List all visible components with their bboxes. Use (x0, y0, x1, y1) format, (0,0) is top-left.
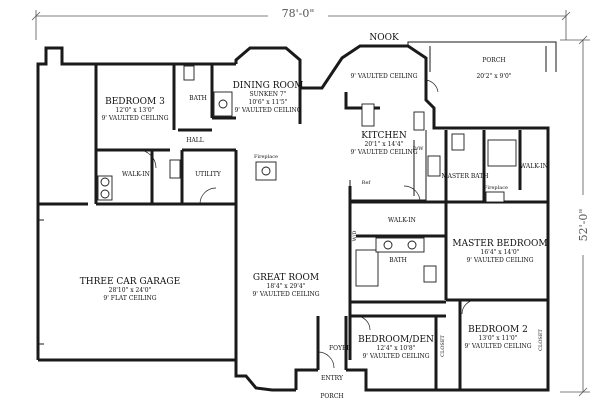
garage-ceiling: 9' FLAT CEILING (103, 295, 156, 302)
closet-den-label: CLOSET (440, 335, 446, 357)
toilet-bath-mid (423, 265, 437, 283)
bedroom2-ceiling: 9' VAULTED CEILING (464, 343, 531, 350)
room-dining: DINING ROOM SUNKEN 7" 10'6" x 11'5" 9' V… (233, 81, 304, 114)
master-toilet (451, 133, 465, 151)
master-bedroom-ceiling: 9' VAULTED CEILING (466, 257, 533, 264)
overall-width-label: 78'-0" (282, 7, 315, 20)
bedroom3-ceiling: 9' VAULTED CEILING (101, 115, 168, 122)
fixtures (38, 65, 517, 369)
master-bedroom-label: MASTER BEDROOM (452, 239, 547, 249)
fireplace-master-label: Fireplace (484, 185, 508, 191)
room-bedroom-den: BEDROOM/DEN 12'4" x 10'8" 9' VAULTED CEI… (358, 335, 434, 360)
room-master-bedroom: MASTER BEDROOM 16'4" x 14'0" 9' VAULTED … (452, 239, 547, 264)
room-nook: NOOK 9' VAULTED CEILING (350, 33, 417, 80)
entry-label: ENTRY (321, 375, 344, 382)
nook-label: NOOK (369, 33, 399, 43)
bedroom2-label: BEDROOM 2 (468, 325, 528, 335)
bedroom-den-label: BEDROOM/DEN (358, 335, 434, 345)
room-entry-porch: ENTRY PORCH (320, 375, 344, 400)
washer-dryer-label: W/D (352, 231, 358, 242)
foyer-label: FOYER (329, 345, 351, 352)
great-room-size: 18'4" x 29'4" (267, 283, 306, 290)
room-bedroom2: BEDROOM 2 13'0" x 11'0" 9' VAULTED CEILI… (464, 325, 531, 350)
porch-rear-label: PORCH (482, 57, 505, 64)
kitchen-label: KITCHEN (361, 131, 407, 141)
utility-sink (169, 159, 181, 179)
interior-walls (38, 64, 548, 390)
entry-porch-label: PORCH (320, 393, 343, 400)
room-garage: THREE CAR GARAGE 28'10" x 24'0" 9' FLAT … (80, 277, 180, 302)
utility-label: UTILITY (195, 171, 222, 178)
dining-sunken: SUNKEN 7" (249, 91, 286, 98)
kitchen-sink (413, 111, 425, 131)
room-great: GREAT ROOM 18'4" x 29'4" 9' VAULTED CEIL… (252, 273, 319, 298)
dishwasher-label: D/W (413, 146, 425, 152)
fireplace-master (485, 191, 505, 203)
closet-bed2-label: CLOSET (538, 329, 544, 351)
dimension-overall-width: 78'-0" (31, 6, 571, 40)
walkin-mid-label: WALK-IN (388, 217, 416, 224)
garage-label: THREE CAR GARAGE (80, 277, 180, 287)
room-kitchen: KITCHEN 20'1" x 14'4" 9' VAULTED CEILING (350, 131, 417, 156)
tub-bath-mid (355, 249, 379, 287)
overall-depth-label: 52'-0" (577, 209, 590, 242)
master-bath-label: MASTER BATH (441, 173, 488, 180)
dining-size: 10'6" x 11'5" (249, 99, 288, 106)
bedroom3-size: 12'0" x 13'0" (116, 107, 155, 114)
range (427, 155, 441, 177)
kitchen-island (361, 103, 375, 127)
toilet-bath3 (183, 65, 195, 81)
walkin-master-label: WALK-IN (520, 163, 548, 170)
bedroom3-label: BEDROOM 3 (105, 97, 165, 107)
dining-ceiling: 9' VAULTED CEILING (234, 107, 301, 114)
bedroom2-size: 13'0" x 11'0" (479, 335, 518, 342)
dining-label: DINING ROOM (233, 81, 304, 91)
kitchen-ceiling: 9' VAULTED CEILING (350, 149, 417, 156)
bedroom-den-size: 12'4" x 10'8" (377, 345, 416, 352)
master-tub (487, 139, 517, 167)
room-bedroom3: BEDROOM 3 12'0" x 13'0" 9' VAULTED CEILI… (101, 97, 168, 122)
bath-top-label: BATH (189, 95, 207, 102)
nook-ceiling: 9' VAULTED CEILING (350, 73, 417, 80)
walkin-left-label: WALK-IN (122, 171, 150, 178)
refrigerator-label: Ref (362, 180, 372, 186)
vanity-bath-mid (375, 237, 425, 253)
great-room-ceiling: 9' VAULTED CEILING (252, 291, 319, 298)
bath-mid-label: BATH (389, 257, 407, 264)
great-room-label: GREAT ROOM (253, 273, 319, 283)
master-bedroom-size: 16'4" x 14'0" (481, 249, 520, 256)
exterior-walls (36, 41, 557, 392)
hall-label: HALL (186, 137, 204, 144)
kitchen-size: 20'1" x 14'4" (365, 141, 404, 148)
porch-rear-size: 20'2" x 9'0" (476, 73, 511, 80)
dimension-overall-depth: 52'-0" (560, 35, 590, 397)
room-porch-rear: PORCH 20'2" x 9'0" (476, 57, 511, 80)
bedroom-den-ceiling: 9' VAULTED CEILING (362, 353, 429, 360)
garage-size: 28'10" x 24'0" (109, 287, 152, 294)
fireplace-great-label: Fireplace (254, 154, 278, 160)
